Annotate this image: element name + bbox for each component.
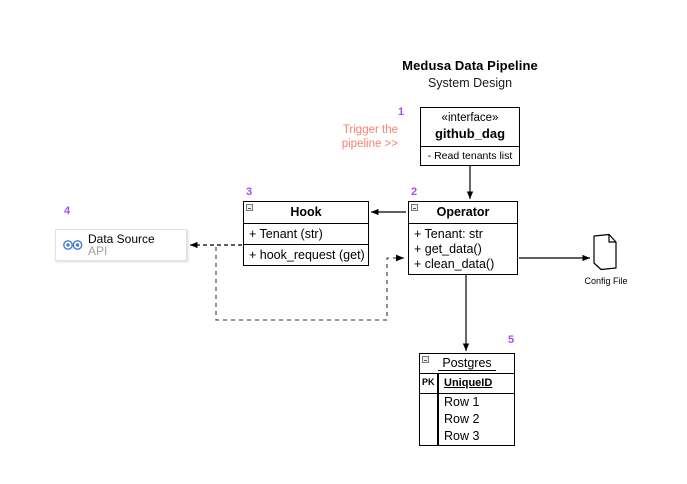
postgres-pk-blank: . bbox=[420, 428, 439, 445]
data-source-title: Data Source bbox=[88, 231, 155, 246]
postgres-title: Postgres bbox=[438, 356, 496, 371]
diagram-subtitle: System Design bbox=[427, 76, 513, 90]
postgres-row-2: Row 3 bbox=[444, 429, 480, 443]
postgres-key-column: UniqueID bbox=[444, 377, 493, 389]
operator-attribute-1: + get_data() bbox=[414, 242, 482, 256]
postgres-row-1: Row 2 bbox=[444, 412, 480, 426]
node-operator[interactable]: Operator + Tenant: str + get_data() + cl… bbox=[408, 201, 518, 275]
data-source-text: Data Source API bbox=[84, 231, 155, 258]
table-row: . Row 1 bbox=[420, 394, 514, 411]
postgres-key-row: PK UniqueID bbox=[420, 374, 514, 394]
diagram-title-block: Medusa Data Pipeline System Design bbox=[380, 58, 560, 91]
operator-attributes-compartment: + Tenant: str + get_data() + clean_data(… bbox=[409, 223, 517, 274]
node-config-file[interactable] bbox=[592, 233, 618, 271]
node-hook[interactable]: Hook + Tenant (str) + hook_request (get) bbox=[243, 201, 369, 266]
github-dag-stereotype: «interface» bbox=[441, 112, 499, 124]
hook-attribute-0: + Tenant (str) bbox=[244, 223, 368, 244]
trigger-annotation: Trigger the pipeline >> bbox=[318, 123, 398, 151]
collapse-icon[interactable] bbox=[246, 204, 253, 211]
collapse-icon[interactable] bbox=[411, 204, 418, 211]
postgres-title-row: Postgres bbox=[420, 354, 514, 374]
github-dag-operation: - Read tenants list bbox=[421, 146, 519, 165]
trigger-annotation-line1: Trigger the bbox=[342, 124, 398, 136]
table-row: . Row 3 bbox=[420, 428, 514, 445]
github-dag-name: github_dag bbox=[434, 126, 506, 141]
node-data-source[interactable]: Data Source API bbox=[55, 229, 187, 261]
postgres-pk-blank: . bbox=[420, 411, 439, 428]
operator-name: Operator bbox=[436, 205, 490, 219]
postgres-row-0: Row 1 bbox=[444, 395, 480, 409]
marker-2: 2 bbox=[411, 186, 418, 198]
postgres-pk-label: PK bbox=[420, 374, 439, 393]
node-github-dag[interactable]: «interface» github_dag - Read tenants li… bbox=[420, 107, 520, 166]
document-page-icon bbox=[593, 233, 617, 271]
marker-3: 3 bbox=[246, 186, 253, 198]
data-source-subtitle: API bbox=[88, 243, 108, 258]
operator-title-compartment: Operator bbox=[409, 202, 517, 223]
hook-title-compartment: Hook bbox=[244, 202, 368, 223]
hook-name: Hook bbox=[290, 205, 322, 219]
node-postgres-table[interactable]: Postgres PK UniqueID . Row 1 . Row 2 . R… bbox=[419, 353, 515, 446]
config-file-label: Config File bbox=[584, 276, 628, 286]
diagram-title: Medusa Data Pipeline bbox=[402, 58, 538, 73]
table-row: . Row 2 bbox=[420, 411, 514, 428]
github-dag-header: «interface» github_dag bbox=[421, 108, 519, 146]
hook-attribute-1: + hook_request (get) bbox=[244, 244, 368, 265]
api-circles-icon bbox=[62, 239, 84, 251]
marker-5: 5 bbox=[508, 334, 515, 346]
marker-4: 4 bbox=[64, 205, 71, 217]
operator-attribute-2: + clean_data() bbox=[414, 257, 495, 271]
trigger-annotation-line2: pipeline >> bbox=[341, 138, 398, 150]
postgres-pk-blank: . bbox=[420, 394, 439, 411]
collapse-icon[interactable] bbox=[422, 356, 429, 363]
operator-attribute-0: + Tenant: str bbox=[414, 227, 483, 241]
marker-1: 1 bbox=[398, 106, 405, 118]
